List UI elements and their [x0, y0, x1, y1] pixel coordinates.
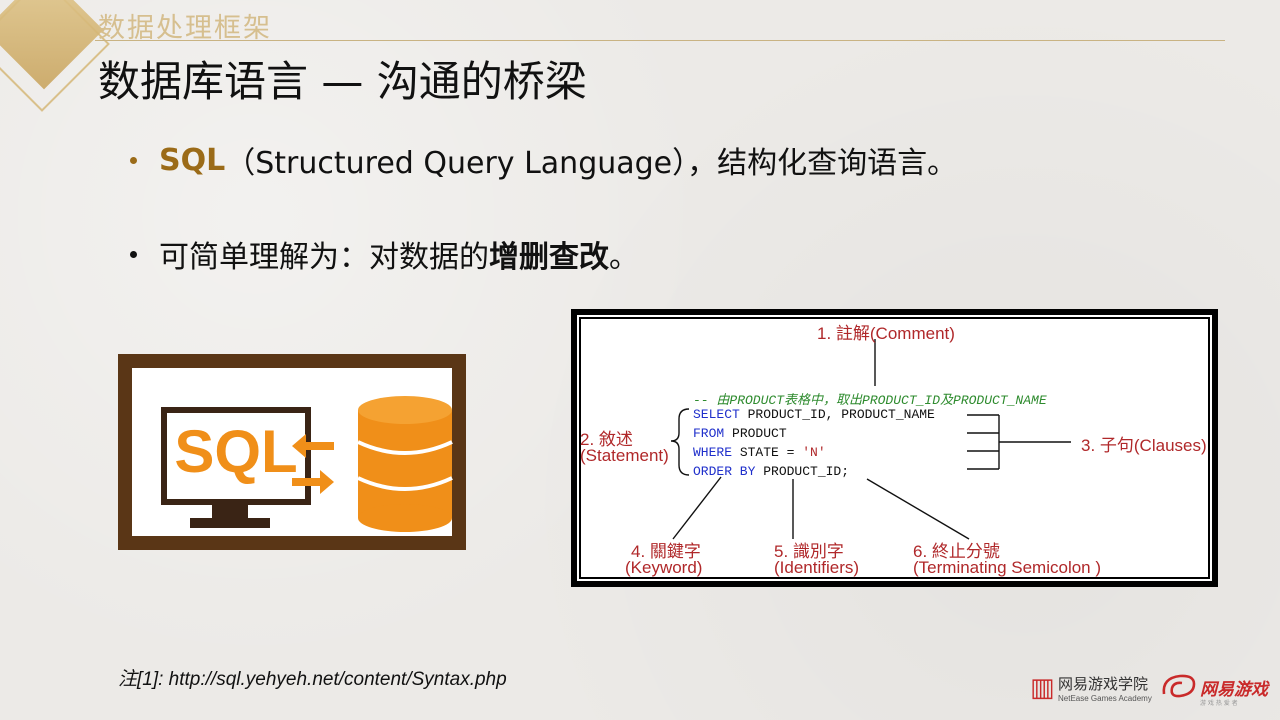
- header-divider: [95, 40, 1225, 41]
- bullet-crud: 可简单理解为：对数据的 增删查改 。: [130, 232, 639, 276]
- academy-name-cn: 网易游戏学院: [1058, 675, 1149, 693]
- keyword-select: SELECT: [693, 407, 740, 422]
- code-where-mid: STATE =: [732, 445, 803, 460]
- label-comment: 1. 註解(Comment): [817, 324, 955, 343]
- code-select-rest: PRODUCT_ID, PRODUCT_NAME: [739, 407, 935, 422]
- code-line-where: WHERE STATE = 'N': [693, 445, 826, 460]
- crud-suffix: 。: [609, 240, 639, 275]
- monitor-sql-label: SQL: [174, 418, 298, 485]
- code-comment-line: -- 由PRODUCT表格中，取出PRODUCT_ID及PRODUCT_NAME: [693, 393, 1047, 408]
- bullet-dot-icon: [130, 156, 137, 164]
- label-semicolon-en: (Terminating Semicolon ): [913, 558, 1102, 577]
- crud-prefix: 可简单理解为：对数据的: [159, 240, 489, 275]
- keyword-from: FROM: [693, 426, 725, 441]
- slide-title: 数据库语言 — 沟通的桥梁: [98, 57, 587, 106]
- sql-definition-text: （Structured Query Language），结构化查询语言。: [225, 146, 958, 181]
- code-from-rest: PRODUCT: [724, 426, 787, 441]
- label-semicolon: 6. 終止分號: [913, 542, 1000, 561]
- illustration-panel: SQL: [132, 368, 453, 536]
- code-where-string: 'N': [802, 445, 826, 460]
- bullet-sql-definition: SQL （Structured Query Language），结构化查询语言。: [130, 138, 957, 182]
- transfer-arrows-icon: [292, 434, 334, 494]
- label-identifiers: 5. 識別字: [774, 542, 844, 561]
- database-cylinder-icon: [357, 396, 453, 532]
- diagram-panel: [577, 315, 1212, 581]
- section-title: 数据处理框架: [98, 13, 272, 44]
- crud-bold: 增删查改: [489, 240, 609, 275]
- footnote-link: 注[1]: http://sql.yehyeh.net/content/Synt…: [118, 669, 507, 690]
- label-keyword: 4. 關鍵字: [631, 542, 701, 561]
- games-slogan: 游 戏 热 爱 者: [1200, 700, 1238, 707]
- code-order-rest: PRODUCT_ID;: [755, 464, 850, 479]
- academy-name-en: NetEase Games Academy: [1058, 694, 1152, 703]
- keyword-order-by: ORDER BY: [693, 464, 756, 479]
- code-line-select: SELECT PRODUCT_ID, PRODUCT_NAME: [693, 407, 935, 422]
- sql-database-illustration: SQL: [118, 354, 466, 550]
- code-line-from: FROM PRODUCT: [693, 426, 787, 441]
- sql-syntax-diagram: 1. 註解(Comment) 2. 敘述 (Statement) 3. 子句(C…: [571, 309, 1218, 587]
- monitor-base-icon: [190, 518, 270, 528]
- monitor-icon: SQL: [161, 407, 311, 505]
- code-line-order: ORDER BY PRODUCT_ID;: [693, 464, 849, 479]
- games-name-cn: 网易游戏: [1200, 679, 1268, 700]
- label-statement-en: (Statement): [580, 446, 669, 465]
- netease-games-logo: 网易游戏 游 戏 热 爱 者: [1160, 672, 1268, 707]
- keyword-where: WHERE: [693, 445, 733, 460]
- label-identifiers-en: (Identifiers): [774, 558, 860, 577]
- bullet-dot-icon: [130, 250, 137, 258]
- netease-swirl-icon: [1162, 674, 1196, 698]
- sql-highlight: SQL: [159, 142, 226, 178]
- netease-academy-logo: ▥ 网易游戏学院 NetEase Games Academy: [1030, 672, 1152, 704]
- monitor-stand-icon: [212, 504, 248, 520]
- label-statement: 2. 敘述: [580, 430, 633, 449]
- label-clauses: 3. 子句(Clauses): [1081, 436, 1207, 455]
- label-keyword-en: (Keyword): [625, 558, 703, 577]
- academy-seal-icon: ▥: [1030, 673, 1055, 703]
- diagram-connector-lines: [670, 339, 1071, 540]
